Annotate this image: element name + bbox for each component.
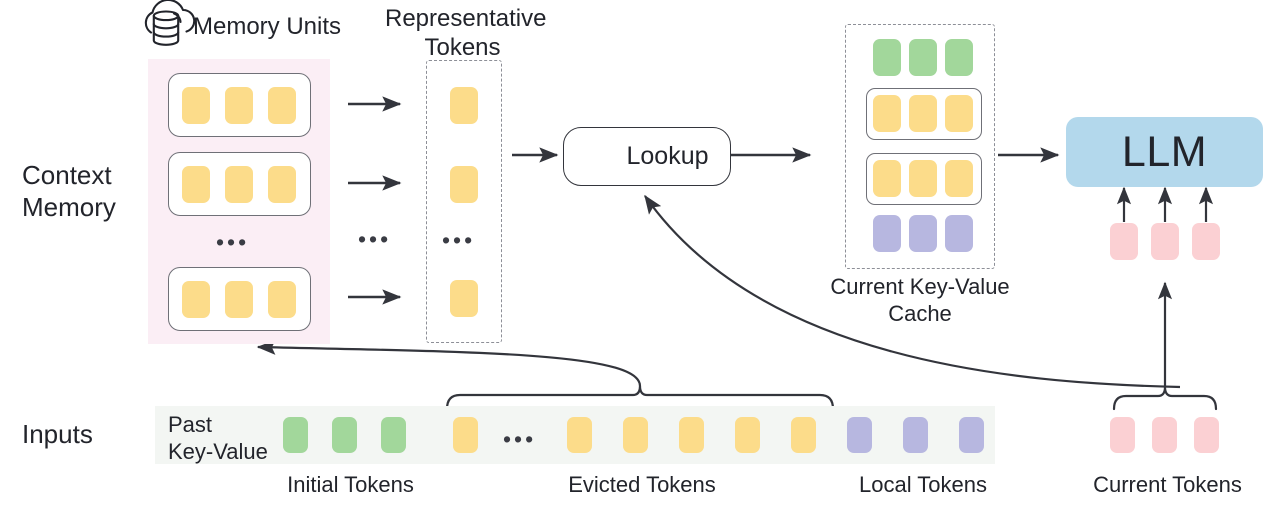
- label-local-tokens: Local Tokens: [858, 472, 987, 497]
- input-token-local: [903, 417, 928, 453]
- memory-unit-1[interactable]: [168, 73, 311, 137]
- arrow-evicted-to-context-memory: [256, 339, 642, 387]
- kv-local-token: [909, 215, 937, 252]
- input-token-evicted: [567, 417, 592, 453]
- past-key-value-label: Past Key-Value: [168, 412, 268, 464]
- input-token-current: [1194, 417, 1219, 453]
- llm-label: LLM: [1121, 127, 1208, 176]
- row-label-inputs: Inputs: [22, 419, 93, 449]
- kv-retrieved-token: [873, 160, 901, 197]
- memory-units-label: Memory Units: [193, 13, 342, 40]
- input-token-current: [1152, 417, 1177, 453]
- lookup-button[interactable]: Lookup: [563, 127, 731, 186]
- input-token-initial: [381, 417, 406, 453]
- kv-retrieved-token: [909, 160, 937, 197]
- kv-initial-token: [945, 39, 973, 76]
- inputs-ellipsis: •••: [503, 426, 537, 452]
- lookup-label: Lookup: [626, 142, 709, 170]
- memory-token: [182, 166, 210, 203]
- brace-current-tokens: [1112, 386, 1218, 411]
- input-token-evicted: [791, 417, 816, 453]
- input-token-evicted: [453, 417, 478, 453]
- representative-tokens-box: •••: [426, 60, 502, 343]
- memory-units-ellipsis: •••: [216, 229, 250, 255]
- input-token-current: [1110, 417, 1135, 453]
- label-evicted-tokens: Evicted Tokens: [568, 472, 716, 497]
- representative-token: [450, 87, 478, 124]
- kv-retrieved-token: [945, 95, 973, 132]
- input-token-local: [847, 417, 872, 453]
- input-token-initial: [332, 417, 357, 453]
- memory-token: [182, 87, 210, 124]
- label-initial-tokens: Initial Tokens: [287, 472, 414, 497]
- llm-input-token: [1151, 223, 1179, 260]
- memory-token: [268, 281, 296, 318]
- representative-token: [450, 280, 478, 317]
- representative-tokens-ellipsis: •••: [442, 227, 476, 253]
- memory-token: [225, 166, 253, 203]
- input-token-evicted: [735, 417, 760, 453]
- memory-token: [268, 87, 296, 124]
- context-memory-panel: •••: [148, 59, 330, 344]
- llm-box[interactable]: LLM: [1066, 117, 1263, 187]
- kv-retrieved-token: [945, 160, 973, 197]
- label-current-tokens: Current Tokens: [1093, 472, 1242, 497]
- inputs-strip: Past Key-Value •••: [155, 406, 995, 464]
- unit-arrow-ellipsis: •••: [358, 226, 392, 252]
- input-token-local: [959, 417, 984, 453]
- kv-cache-box: [845, 24, 995, 269]
- input-token-initial: [283, 417, 308, 453]
- kv-retrieved-token: [873, 95, 901, 132]
- kv-initial-token: [909, 39, 937, 76]
- memory-token: [182, 281, 210, 318]
- memory-token: [225, 281, 253, 318]
- kv-retrieved-token: [909, 95, 937, 132]
- llm-input-token: [1110, 223, 1138, 260]
- memory-token: [268, 166, 296, 203]
- memory-token: [225, 87, 253, 124]
- row-label-context-memory: Context Memory: [22, 160, 116, 222]
- kv-initial-token: [873, 39, 901, 76]
- representative-tokens-label: Representative Tokens: [385, 5, 547, 62]
- memory-unit-n[interactable]: [168, 267, 311, 331]
- memory-unit-2[interactable]: [168, 152, 311, 216]
- input-token-evicted: [679, 417, 704, 453]
- kv-local-token: [873, 215, 901, 252]
- cloud-database-icon: [144, 0, 196, 46]
- llm-input-token: [1192, 223, 1220, 260]
- input-token-evicted: [623, 417, 648, 453]
- kv-local-token: [945, 215, 973, 252]
- kv-retrieved-unit-1: [866, 88, 982, 140]
- representative-token: [450, 166, 478, 203]
- kv-retrieved-unit-2: [866, 153, 982, 205]
- kv-cache-label: Current Key-Value Cache: [830, 274, 1010, 326]
